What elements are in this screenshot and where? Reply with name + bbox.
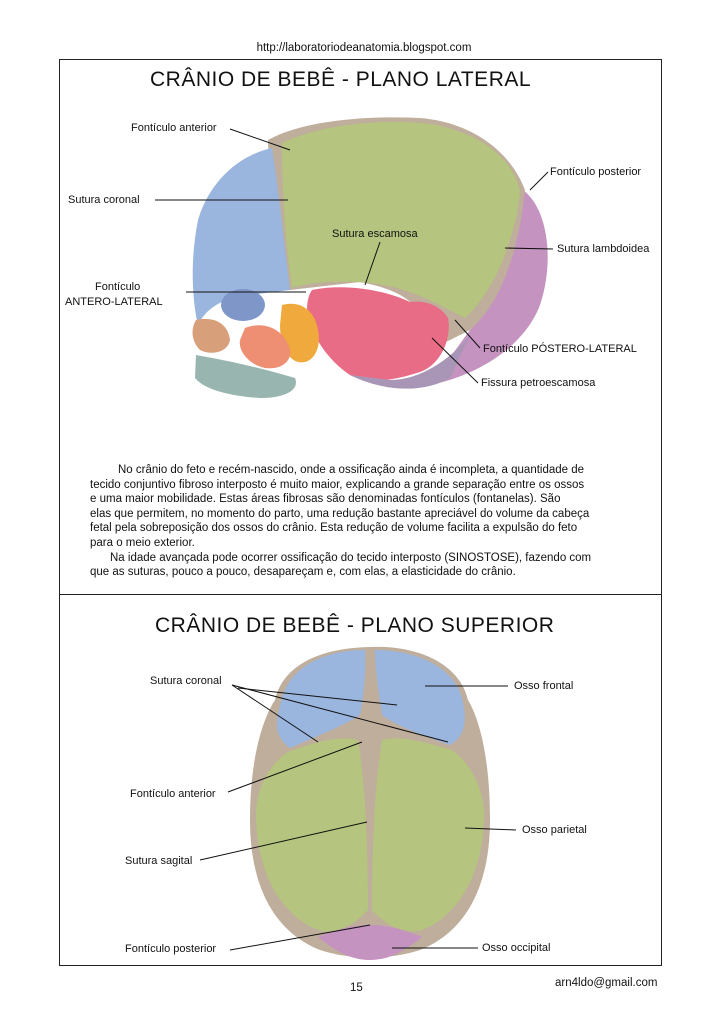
lateral-skull-base bbox=[350, 335, 470, 389]
label-lat-posterolateral: Fontículo PÓSTERO-LATERAL bbox=[483, 343, 637, 355]
lateral-zygomatic-bone bbox=[280, 303, 319, 363]
description-paragraph: No crânio do feto e recém-nascido, onde … bbox=[90, 463, 630, 580]
para-line: fetal pela sobreposição dos ossos do crâ… bbox=[90, 522, 578, 535]
label-sup-sutura-sagital: Sutura sagital bbox=[125, 855, 193, 867]
label-lat-fonticulo-anterior: Fontículo anterior bbox=[131, 122, 217, 134]
para-line: que as suturas, pouco a pouco, desapareç… bbox=[90, 566, 516, 579]
label-sup-fonticulo-posterior: Fontículo posterior bbox=[125, 943, 217, 955]
para-line: elas que permitem, no momento do parto, … bbox=[90, 507, 590, 520]
page-number: 15 bbox=[350, 982, 363, 994]
label-sup-fonticulo-anterior: Fontículo anterior bbox=[130, 788, 216, 800]
leader-lat-petroescamosa bbox=[431, 337, 479, 384]
label-sup-sutura-coronal: Sutura coronal bbox=[150, 675, 222, 687]
label-sup-osso-frontal: Osso frontal bbox=[514, 680, 574, 692]
lateral-frontal-bone bbox=[192, 148, 290, 325]
header-url[interactable]: http://laboratoriodeanatomia.blogspot.co… bbox=[256, 42, 472, 54]
lateral-mandible bbox=[195, 355, 296, 398]
leader-lat-posterior bbox=[529, 171, 549, 191]
lateral-orbit bbox=[221, 289, 265, 321]
para-line: tecido conjuntivo fibroso interposto é m… bbox=[90, 478, 585, 491]
para-line: e uma maior mobilidade. Estas áreas fibr… bbox=[90, 493, 561, 506]
lateral-temporal-bone bbox=[307, 287, 449, 381]
leader-lat-lambdoidea bbox=[504, 247, 554, 250]
lateral-nasal-area bbox=[192, 318, 230, 353]
leader-lat-escamosa bbox=[364, 241, 381, 286]
label-sup-osso-occipital: Osso occipital bbox=[482, 942, 551, 954]
page-frame bbox=[59, 59, 662, 966]
label-lat-anterolateral-line1: Fontículo bbox=[95, 281, 141, 293]
lateral-title: CRÂNIO DE BEBÊ - PLANO LATERAL bbox=[150, 68, 532, 91]
para-line: Na idade avançada pode ocorrer ossificaç… bbox=[110, 551, 592, 564]
para-line: para o meio exterior. bbox=[90, 536, 195, 549]
lateral-occipital-bone bbox=[430, 188, 548, 385]
label-lat-sutura-coronal: Sutura coronal bbox=[68, 194, 140, 206]
section-divider bbox=[59, 594, 662, 595]
leader-lat-posterolateral bbox=[454, 319, 481, 349]
lateral-maxilla bbox=[239, 325, 291, 369]
label-lat-sutura-lambdoidea: Sutura lambdoidea bbox=[557, 243, 650, 255]
footer-email[interactable]: arn4ldo@gmail.com bbox=[555, 977, 658, 989]
lateral-parietal-bone bbox=[282, 121, 520, 318]
label-lat-sutura-escamosa: Sutura escamosa bbox=[332, 228, 418, 240]
para-line: No crânio do feto e recém-nascido, onde … bbox=[118, 464, 585, 476]
leader-lat-anterior bbox=[229, 128, 291, 151]
label-lat-anterolateral-line2: ANTERO-LATERAL bbox=[65, 296, 163, 308]
superior-title: CRÂNIO DE BEBÊ - PLANO SUPERIOR bbox=[155, 614, 555, 637]
label-lat-fonticulo-posterior: Fontículo posterior bbox=[550, 166, 642, 178]
label-sup-osso-parietal: Osso parietal bbox=[522, 824, 587, 836]
label-lat-fissura-petroescamosa: Fissura petroescamosa bbox=[481, 377, 596, 389]
